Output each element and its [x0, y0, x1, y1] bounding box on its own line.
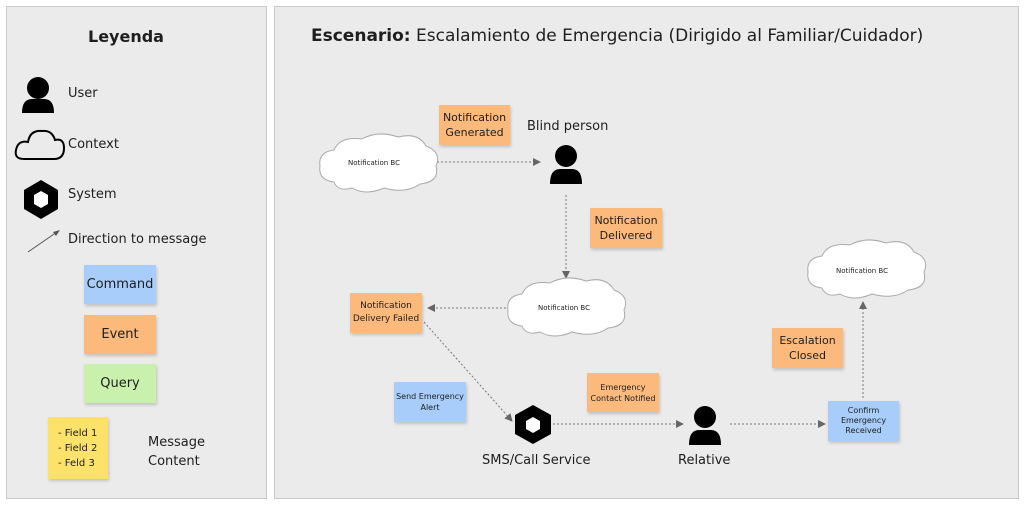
command-send-emergency-alert: Send Emergency Alert [394, 382, 466, 422]
blind-person-label: Blind person [527, 119, 609, 134]
command-confirm-emergency-received: Confirm Emergency Received [828, 401, 899, 441]
cloud-notification-bc-right-label: Notification BC [836, 267, 888, 275]
legend-title: Leyenda [88, 27, 164, 46]
legend-fields-note: - Field 1 - Field 2 - Feld 3 [48, 417, 108, 479]
event-notification-delivered: Notification Delivered [590, 208, 662, 248]
event-notification-delivery-failed: Notification Delivery Failed [350, 293, 422, 333]
cloud-notification-bc-middle-label: Notification BC [538, 304, 590, 312]
event-notification-generated: Notification Generated [439, 105, 510, 145]
legend-system-label: System [68, 187, 117, 202]
cloud-notification-bc-top-label: Notification BC [348, 159, 400, 167]
legend-command-note: Command [84, 265, 156, 304]
legend-message-content-label: Message Content [148, 435, 205, 469]
legend-query-note: Query [84, 364, 156, 403]
scenario-title-rest: Escalamiento de Emergencia (Dirigido al … [410, 26, 924, 46]
legend-direction-label: Direction to message [68, 232, 207, 247]
legend-user-label: User [68, 86, 98, 101]
legend-context-label: Context [68, 137, 119, 152]
sms-service-label: SMS/Call Service [482, 453, 591, 468]
scenario-title-bold: Escenario: [311, 26, 411, 46]
legend-panel [6, 6, 267, 499]
scenario-panel [274, 6, 1019, 499]
relative-label: Relative [678, 453, 731, 468]
event-escalation-closed: Escalation Closed [772, 328, 843, 368]
event-emergency-contact-notified: Emergency Contact Notified [587, 373, 659, 412]
legend-event-note: Event [84, 315, 156, 354]
scenario-title: Escenario: Escalamiento de Emergencia (D… [311, 26, 923, 46]
